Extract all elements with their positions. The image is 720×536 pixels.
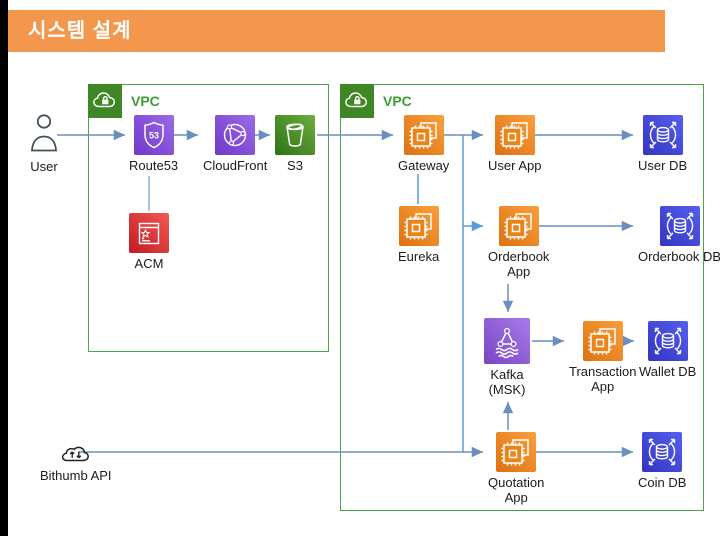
node-wallet-db: Wallet DB (639, 321, 696, 379)
kafka-msk-icon (484, 318, 530, 364)
node-route53: 53 Route53 (129, 115, 178, 173)
node-orderbook-db: Orderbook DB (638, 206, 720, 264)
node-label: Route53 (129, 158, 179, 173)
node-user-app: User App (488, 115, 541, 173)
node-transaction-app: Transaction App (569, 321, 636, 394)
route53-icon: 53 (133, 115, 174, 155)
node-label: ACM (134, 256, 164, 271)
node-s3: S3 (275, 115, 315, 173)
orderbook-app-chip-icon (498, 206, 539, 246)
node-label: Eureka (398, 249, 440, 264)
node-cloudfront: CloudFront (203, 115, 267, 173)
node-label: Gateway (398, 158, 450, 173)
node-acm: ACM (129, 213, 169, 271)
node-quotation-app: Quotation App (488, 432, 544, 505)
wallet-db-database-icon (647, 321, 688, 361)
cloudfront-icon (215, 115, 256, 155)
node-label: Transaction App (569, 364, 637, 394)
user-person-icon (31, 114, 57, 152)
vpc-box-backend (340, 84, 704, 511)
user-db-database-icon (642, 115, 683, 155)
node-label: Coin DB (638, 475, 687, 490)
node-user-db: User DB (638, 115, 687, 173)
vpc-cloud-lock-icon (88, 84, 122, 118)
svg-text:53: 53 (149, 131, 159, 141)
node-coin-db: Coin DB (638, 432, 686, 490)
node-label: Orderbook DB (638, 249, 720, 264)
node-eureka: Eureka (398, 206, 439, 264)
acm-certificate-icon (129, 213, 169, 253)
left-black-border (0, 0, 8, 536)
user-app-chip-icon (494, 115, 535, 155)
node-label: Orderbook App (488, 249, 550, 279)
actor-bithumb-api: Bithumb API (40, 439, 112, 483)
node-label: CloudFront (203, 158, 268, 173)
vpc-cloud-lock-icon (340, 84, 374, 118)
page-title: 시스템 설계 (8, 10, 665, 52)
s3-bucket-icon (275, 115, 315, 155)
eureka-chip-icon (398, 206, 439, 246)
actor-user: User (28, 112, 60, 174)
actor-label: Bithumb API (40, 468, 112, 483)
node-label: User DB (638, 158, 688, 173)
vpc-box-frontend (88, 84, 329, 352)
node-orderbook-app: Orderbook App (488, 206, 549, 279)
actor-label: User (30, 159, 58, 174)
node-label: User App (488, 158, 542, 173)
orderbook-db-database-icon (659, 206, 700, 246)
quotation-app-chip-icon (496, 432, 537, 472)
node-label: Wallet DB (639, 364, 697, 379)
node-label: Quotation App (488, 475, 545, 505)
node-label: Kafka (MSK) (488, 367, 526, 397)
bithumb-cloud-api-icon (61, 446, 89, 462)
coin-db-database-icon (642, 432, 683, 472)
transaction-app-chip-icon (582, 321, 623, 361)
vpc1-label: VPC (131, 93, 160, 109)
node-gateway: Gateway (398, 115, 449, 173)
vpc2-label: VPC (383, 93, 412, 109)
gateway-chip-icon (403, 115, 444, 155)
node-kafka-msk: Kafka (MSK) (484, 318, 530, 397)
node-label: S3 (287, 158, 303, 173)
